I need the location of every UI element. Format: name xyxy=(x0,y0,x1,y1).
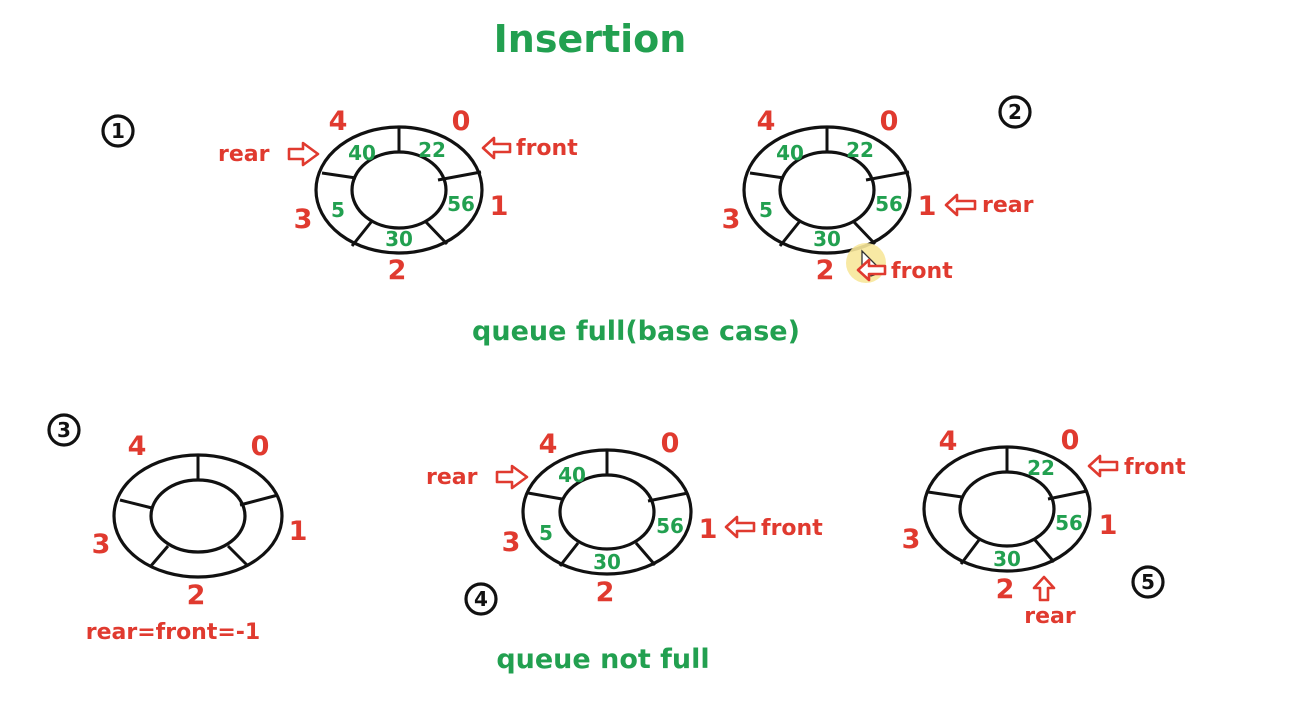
rear-arrow-icon xyxy=(495,464,529,490)
front-label: front xyxy=(891,259,953,284)
step-number: 4 xyxy=(474,587,488,611)
circular-queue-ring xyxy=(112,453,284,579)
step-number: 5 xyxy=(1141,570,1155,594)
index-label-3: 3 xyxy=(502,527,521,558)
index-label-1: 1 xyxy=(490,191,509,222)
diagram-2: 2 22 56 30 5 40 0 1 2 3 4 rear front xyxy=(722,95,1034,286)
diagram-1: 1 22 56 30 5 40 0 1 2 3 4 rear front xyxy=(101,106,578,286)
index-label-3: 3 xyxy=(92,529,111,560)
index-label-0: 0 xyxy=(452,106,471,137)
rear-label: rear xyxy=(426,465,478,490)
index-label-3: 3 xyxy=(722,204,741,235)
index-label-3: 3 xyxy=(902,524,921,555)
front-arrow-icon xyxy=(724,515,756,539)
index-label-0: 0 xyxy=(251,431,270,462)
rear-arrow-icon xyxy=(944,193,977,217)
index-label-1: 1 xyxy=(1099,510,1118,541)
step-badge-3: 3 xyxy=(47,413,81,447)
step-number: 3 xyxy=(57,418,71,442)
slot-value-4: 40 xyxy=(776,141,804,165)
circular-queue-ring xyxy=(742,125,912,255)
step-badge-1: 1 xyxy=(101,114,135,148)
index-label-4: 4 xyxy=(539,429,558,460)
index-label-4: 4 xyxy=(329,106,348,137)
slot-value-1: 56 xyxy=(447,192,475,216)
front-label: front xyxy=(1124,455,1186,480)
empty-queue-note: rear=front=-1 xyxy=(86,620,261,645)
circular-queue-ring xyxy=(922,445,1092,573)
slide-title: Insertion xyxy=(494,17,687,61)
slot-value-3: 5 xyxy=(759,198,773,222)
slot-value-2: 30 xyxy=(593,550,621,574)
slot-value-0: 22 xyxy=(1027,456,1055,480)
step-badge-4: 4 xyxy=(464,582,498,616)
index-label-1: 1 xyxy=(699,514,718,545)
index-label-2: 2 xyxy=(996,574,1015,605)
index-label-1: 1 xyxy=(289,516,308,547)
front-arrow-icon xyxy=(481,136,512,160)
rear-label: rear xyxy=(218,142,270,167)
step-number: 2 xyxy=(1008,100,1022,124)
rear-label: rear xyxy=(982,193,1034,218)
rear-label: rear xyxy=(1024,604,1076,629)
front-label: front xyxy=(516,136,578,161)
slot-value-1: 56 xyxy=(875,192,903,216)
slot-value-2: 30 xyxy=(813,227,841,251)
front-arrow-icon xyxy=(1087,454,1119,478)
slot-value-4: 40 xyxy=(348,141,376,165)
slot-value-0: 22 xyxy=(418,138,446,162)
index-label-2: 2 xyxy=(816,255,835,286)
diagram-5: 5 22 56 30 0 1 2 3 4 front rear xyxy=(902,425,1187,629)
slot-value-3: 5 xyxy=(331,198,345,222)
caption-queue-not-full: queue not full xyxy=(496,644,709,675)
slot-value-2: 30 xyxy=(385,227,413,251)
front-label: front xyxy=(761,516,823,541)
slot-value-2: 30 xyxy=(993,547,1021,571)
slot-value-0: 22 xyxy=(846,138,874,162)
slot-value-1: 56 xyxy=(656,514,684,538)
index-label-3: 3 xyxy=(294,204,313,235)
index-label-2: 2 xyxy=(388,255,407,286)
step-number: 1 xyxy=(111,119,125,143)
rear-arrow-icon xyxy=(287,141,320,167)
index-label-0: 0 xyxy=(1061,425,1080,456)
diagram-4: 4 56 30 5 40 0 1 2 3 4 rear front xyxy=(426,428,823,616)
slot-value-1: 56 xyxy=(1055,511,1083,535)
circular-queue-ring xyxy=(314,125,484,255)
front-arrow-icon xyxy=(856,258,887,282)
index-label-0: 0 xyxy=(661,428,680,459)
step-badge-2: 2 xyxy=(998,95,1032,129)
index-label-4: 4 xyxy=(757,106,776,137)
circular-queue-ring xyxy=(521,448,693,576)
index-label-2: 2 xyxy=(187,580,206,611)
rear-arrow-icon xyxy=(1032,575,1056,602)
step-badge-5: 5 xyxy=(1131,565,1165,599)
diagram-3: 3 0 1 2 3 4 rear=front=-1 xyxy=(47,413,308,645)
index-label-4: 4 xyxy=(939,426,958,457)
caption-queue-full: queue full(base case) xyxy=(472,316,800,347)
index-label-0: 0 xyxy=(880,106,899,137)
index-label-4: 4 xyxy=(128,431,147,462)
index-label-1: 1 xyxy=(918,191,937,222)
index-label-2: 2 xyxy=(596,577,615,608)
slot-value-3: 5 xyxy=(539,521,553,545)
slot-value-4: 40 xyxy=(558,463,586,487)
